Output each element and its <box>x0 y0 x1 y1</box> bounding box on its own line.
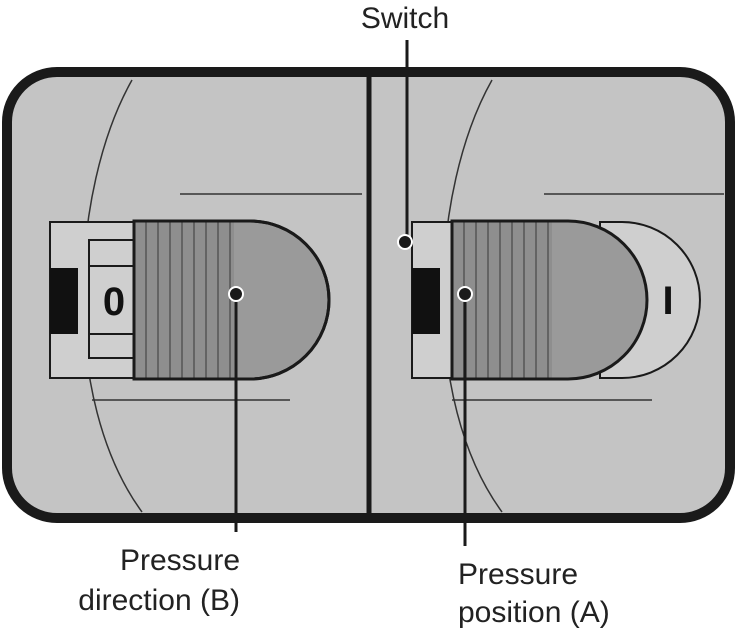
pressure-direction-label-line2: direction (B) <box>78 584 240 617</box>
callout-switch <box>397 40 413 250</box>
left-symbol-window <box>88 239 140 359</box>
callout-switch-dot <box>397 234 413 250</box>
right-indicator-block <box>412 268 440 334</box>
left-indicator-block <box>50 268 78 334</box>
right-rocker-ribs <box>463 222 549 378</box>
callout-pressure-position <box>457 286 473 546</box>
pressure-position-label-line2: position (A) <box>458 596 610 629</box>
callout-pressure-direction-dot <box>228 286 244 302</box>
power-on-symbol-icon: I <box>662 279 673 323</box>
left-rocker-ribs <box>145 222 231 378</box>
power-off-symbol-icon: 0 <box>103 280 125 324</box>
pressure-position-label-line1: Pressure <box>458 558 578 591</box>
left-rocker-switch[interactable]: 0 <box>49 219 331 381</box>
callout-pressure-position-dot <box>457 286 473 302</box>
switch-label: Switch <box>361 2 449 35</box>
right-rocker-switch[interactable]: I <box>411 219 701 381</box>
callout-pressure-direction <box>228 286 244 532</box>
left-rocker-grip <box>134 222 234 378</box>
pressure-direction-label-line1: Pressure <box>120 544 240 577</box>
